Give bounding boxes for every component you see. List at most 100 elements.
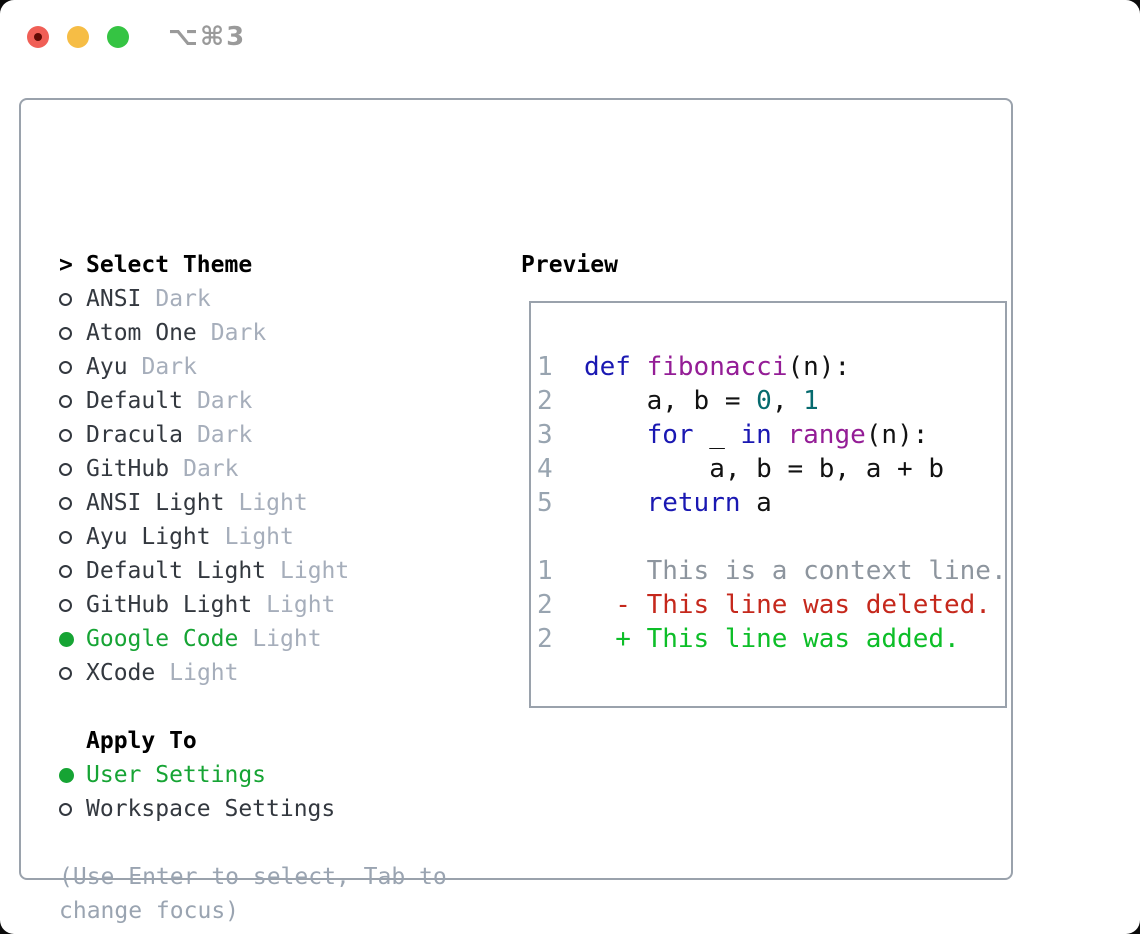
theme-name: GitHub Light <box>86 592 253 618</box>
code-token: This is a context line. <box>583 556 1007 586</box>
theme-option-default[interactable]: Default Dark <box>59 384 504 418</box>
theme-variant-tag: Dark <box>196 422 253 448</box>
code-line <box>537 520 1005 554</box>
radio-icon-wrap <box>59 666 86 680</box>
radio-icon-wrap <box>59 598 86 612</box>
minimize-button[interactable] <box>67 26 89 48</box>
radio-icon-wrap <box>59 394 86 408</box>
theme-variant-tag: Dark <box>155 286 211 312</box>
theme-option-dracula[interactable]: Dracula Dark <box>59 418 504 452</box>
zoom-button[interactable] <box>107 26 129 48</box>
selected-radio-icon <box>59 631 74 647</box>
code-token <box>631 352 647 382</box>
hint-line: (Use Enter to select, Tab to <box>59 864 447 890</box>
code-token: (n): <box>787 352 851 382</box>
code-token: a, b = b, a + b <box>583 454 944 484</box>
code-token: a, b = <box>583 386 757 416</box>
theme-name: GitHub <box>86 456 170 482</box>
apply-to-header: Apply To <box>59 724 504 758</box>
preview-title: Preview <box>521 252 618 278</box>
line-number: 1 <box>537 352 584 382</box>
line-number <box>537 522 584 552</box>
code-line: 2 a, b = 0, 1 <box>537 384 1005 418</box>
radio-icon-wrap <box>59 428 86 442</box>
theme-variant-tag: Light <box>252 626 322 652</box>
radio-icon <box>59 598 72 612</box>
theme-name: Dracula <box>86 422 183 448</box>
code-line: 4 a, b = b, a + b <box>537 452 1005 486</box>
theme-option-atom-one[interactable]: Atom One Dark <box>59 316 504 350</box>
theme-name: Google Code <box>86 626 239 652</box>
radio-icon-wrap <box>59 292 86 306</box>
theme-name: Atom One <box>86 320 197 346</box>
theme-variant-tag: Light <box>266 592 336 618</box>
code-token: fibonacci <box>646 352 788 382</box>
theme-name: Ayu Light <box>86 524 211 550</box>
theme-name: ANSI <box>86 286 142 312</box>
theme-option-google-code[interactable]: Google Code Light <box>59 622 504 656</box>
theme-list-title: Select Theme <box>86 252 253 278</box>
line-number: 2 <box>537 590 584 620</box>
line-number: 2 <box>537 386 584 416</box>
radio-icon <box>59 462 72 476</box>
radio-icon <box>59 394 72 408</box>
code-line: 1 def fibonacci(n): <box>537 350 1005 384</box>
code-token <box>584 420 647 450</box>
code-line: 2 + This line was added. <box>537 622 1005 656</box>
code-line: 2 - This line was deleted. <box>537 588 1005 622</box>
theme-name: XCode <box>86 660 156 686</box>
theme-variant-tag: Dark <box>210 320 267 346</box>
close-button[interactable] <box>27 26 49 48</box>
radio-icon-wrap <box>59 326 86 340</box>
theme-variant-tag: Dark <box>183 456 239 482</box>
theme-name: Default Light <box>86 558 267 584</box>
theme-variant-tag: Dark <box>196 388 253 414</box>
code-token: (n): <box>865 420 929 450</box>
theme-option-github-light[interactable]: GitHub Light Light <box>59 588 504 622</box>
theme-option-github[interactable]: GitHub Dark <box>59 452 504 486</box>
radio-icon-wrap <box>59 496 86 510</box>
radio-icon <box>59 496 72 510</box>
theme-variant-tag: Dark <box>141 354 197 380</box>
line-number: 3 <box>537 420 584 450</box>
close-dot-icon <box>34 33 42 41</box>
hint-line: change focus) <box>59 898 240 924</box>
apply-option-user-settings[interactable]: User Settings <box>59 758 504 792</box>
radio-icon-wrap <box>59 564 86 578</box>
code-line: 3 for _ in range(n): <box>537 418 1005 452</box>
code-token: , <box>771 386 804 416</box>
radio-icon-wrap <box>59 530 86 544</box>
theme-option-ansi-light[interactable]: ANSI Light Light <box>59 486 504 520</box>
radio-icon-wrap <box>59 767 86 783</box>
apply-option-label: User Settings <box>86 762 267 788</box>
theme-variant-tag: Light <box>169 660 239 686</box>
code-token: range <box>787 420 866 450</box>
hint: (Use Enter to select, Tab to change focu… <box>59 860 504 928</box>
theme-list-header: > Select Theme <box>59 248 504 282</box>
radio-icon <box>59 360 72 374</box>
theme-option-xcode[interactable]: XCode Light <box>59 656 504 690</box>
line-number: 1 <box>537 556 584 586</box>
line-number: 2 <box>537 624 584 654</box>
code-token: 1 <box>803 386 819 416</box>
apply-option-workspace-settings[interactable]: Workspace Settings <box>59 792 504 826</box>
radio-icon-wrap <box>59 462 86 476</box>
theme-name: ANSI Light <box>86 490 225 516</box>
radio-icon-wrap <box>59 802 86 816</box>
radio-icon <box>59 326 72 340</box>
radio-icon <box>59 564 72 578</box>
theme-option-ansi[interactable]: ANSI Dark <box>59 282 504 316</box>
theme-variant-tag: Light <box>238 490 308 516</box>
line-number: 4 <box>537 454 584 484</box>
code-token: + This line was added. <box>583 624 960 654</box>
theme-name: Default <box>86 388 183 414</box>
